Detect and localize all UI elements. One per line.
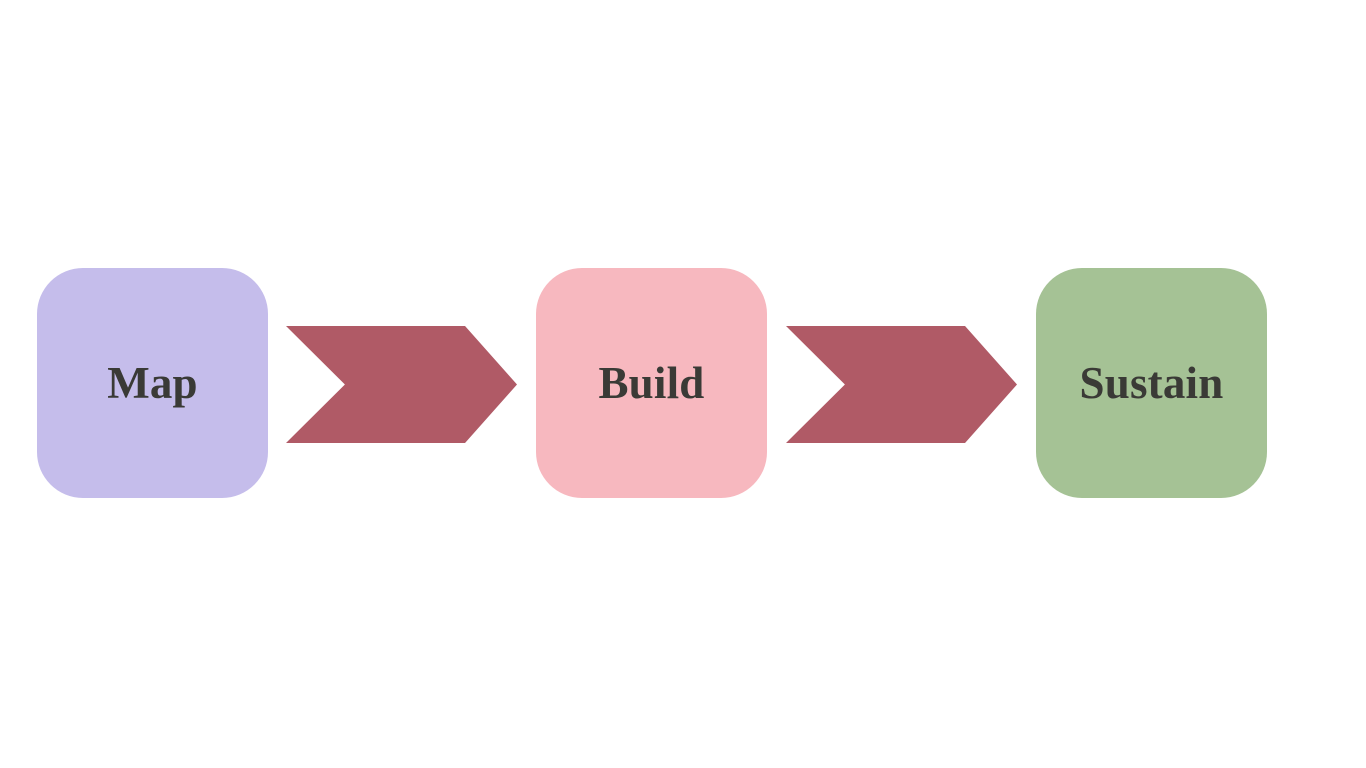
stage-box-build[interactable]: Build [536, 268, 767, 498]
arrow-right-icon-map-to-build [286, 326, 517, 443]
stage-label-sustain: Sustain [1079, 357, 1224, 408]
stage-box-sustain[interactable]: Sustain [1036, 268, 1267, 498]
arrow-right-icon-build-to-sustain [786, 326, 1017, 443]
stage-label-build: Build [598, 357, 705, 408]
stage-box-map[interactable]: Map [37, 268, 268, 498]
stage-label-map: Map [107, 357, 198, 408]
